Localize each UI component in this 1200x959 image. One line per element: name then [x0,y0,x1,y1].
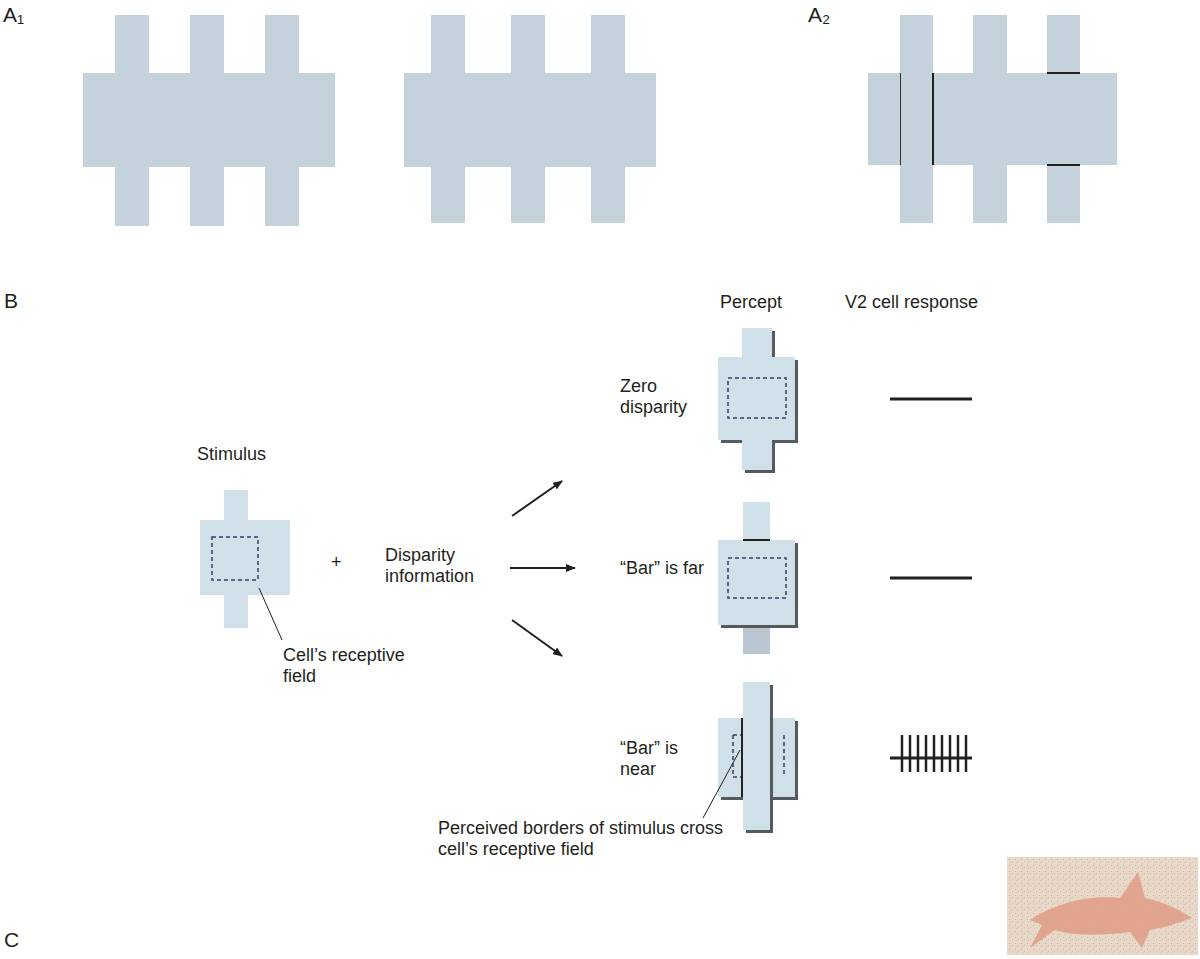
figure-label: Disparity information [385,545,495,587]
comb-figure-depth [868,15,1117,223]
spike [909,735,912,772]
spike [933,735,936,772]
leader-label: Perceived borders of stimulus cross cell… [438,818,728,860]
spike-trains [890,399,972,772]
condition-label: Zero disparity [620,376,712,418]
spike [957,735,960,772]
plus-sign: + [331,552,342,573]
shark-image [1007,857,1198,955]
column-heading: V2 cell response [845,292,978,313]
panel-letter: A₁ [3,4,24,25]
panel-letter: A₂ [808,4,830,25]
percept-near [703,682,798,833]
spike [941,735,944,772]
spike [965,735,968,772]
figure-label: Stimulus [197,444,266,465]
spike [901,735,904,772]
condition-label: “Bar” is near [620,738,715,780]
spike [949,735,952,772]
percept-far [718,502,798,654]
percept-zero [718,328,798,473]
leader-label: Cell’s receptive field [283,645,423,687]
spike [917,735,920,772]
column-heading: Percept [720,292,782,313]
arrows [510,481,575,656]
stimulus-figure [200,490,290,640]
panel-letter: C [4,929,19,950]
comb-figure [83,15,656,226]
panel-letter: B [4,290,18,311]
spike [925,735,928,772]
condition-label: “Bar” is far [620,558,715,579]
